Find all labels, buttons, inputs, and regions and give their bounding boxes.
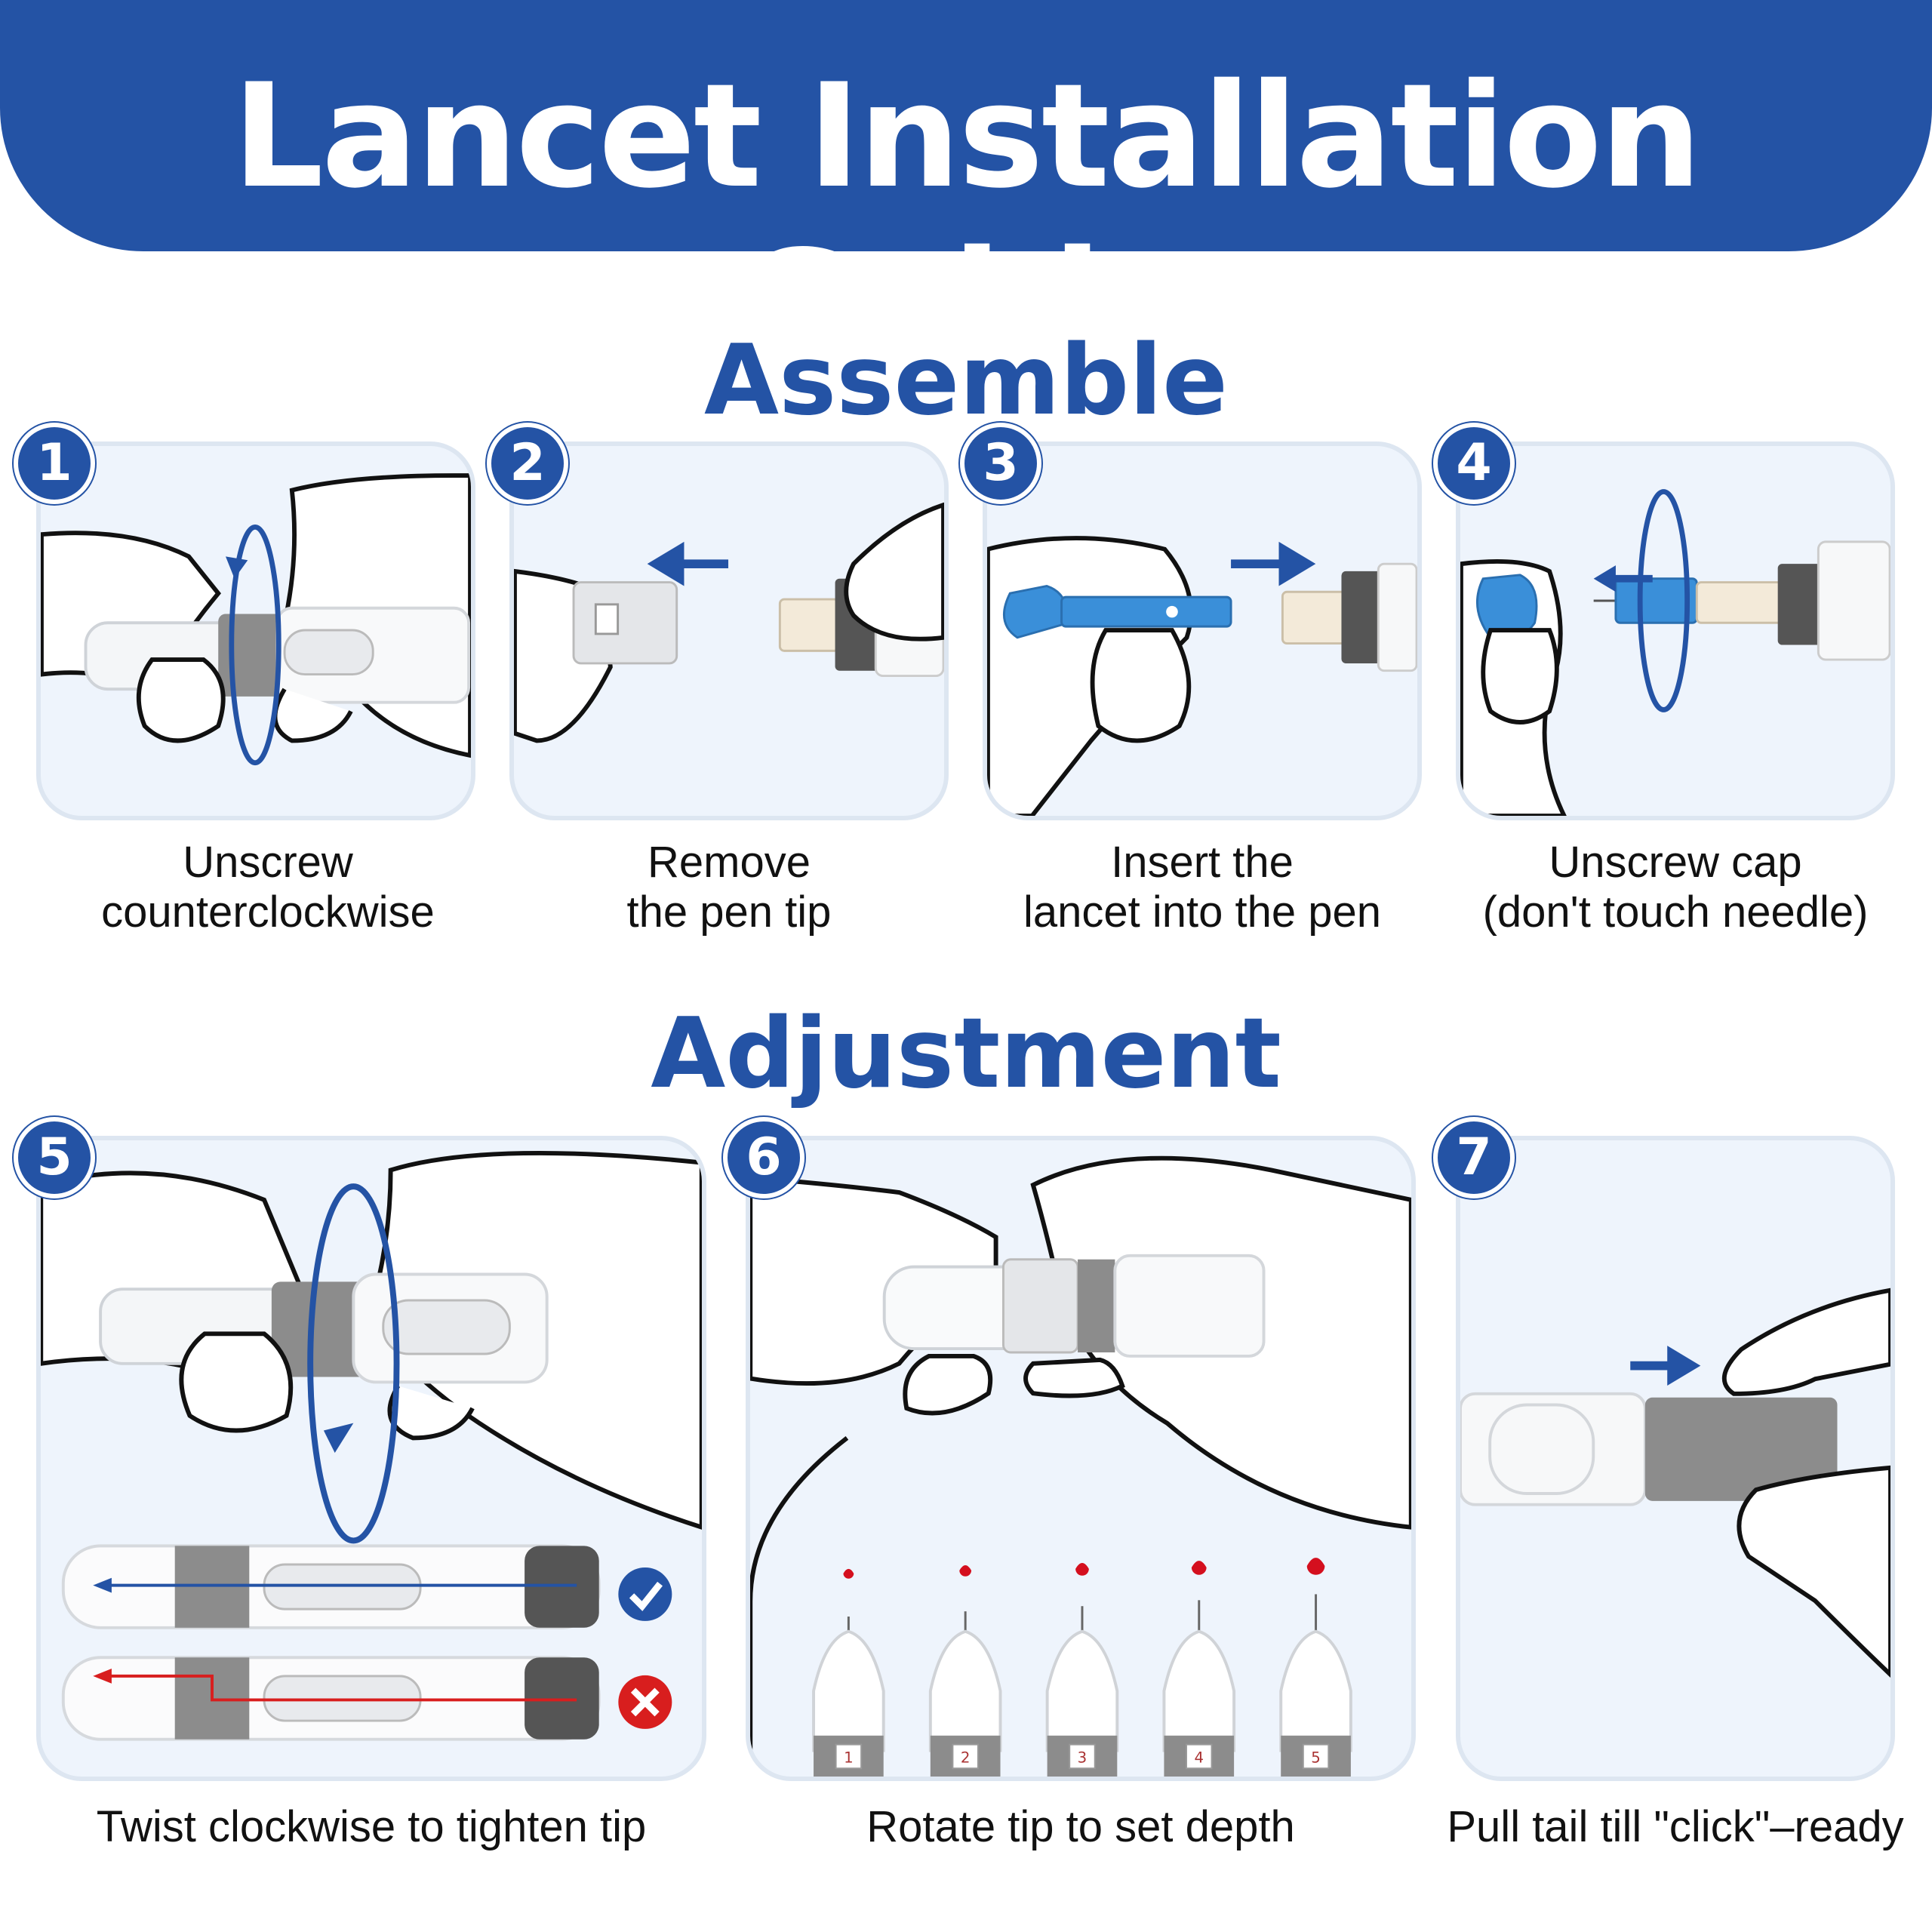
step-2-badge: 2 (487, 423, 568, 504)
pull-tail-illustration (1460, 1287, 1890, 1678)
step-5-illustration (36, 1136, 706, 1781)
depth-label-5: 5 (1311, 1749, 1321, 1766)
step-3-badge: 3 (960, 423, 1041, 504)
step-7-badge: 7 (1433, 1117, 1515, 1198)
step-6-illustration: 1 2 3 (746, 1136, 1416, 1781)
step-2-caption: Remove the pen tip (494, 838, 964, 937)
page-title: Lancet Installation Guide (232, 53, 1702, 386)
step-3-caption-line1: Insert the (1111, 838, 1294, 887)
step-1-caption-line1: Unscrew (183, 838, 353, 887)
depth-tip-4: 4 (1162, 1561, 1236, 1777)
step-2-caption-line2: the pen tip (626, 888, 832, 937)
depth-label-3: 3 (1078, 1749, 1088, 1766)
step-1-caption-line2: counterclockwise (101, 888, 435, 937)
header-banner: Lancet Installation Guide (0, 0, 1932, 386)
step-3-caption-line2: lancet into the pen (1023, 888, 1382, 937)
step-3-caption: Insert the lancet into the pen (968, 838, 1437, 937)
step-7-caption: Pull tail till "click"–ready (1447, 1802, 1904, 1851)
step-1-illustration (36, 441, 475, 820)
depth-level-tips: 1 2 3 (812, 1558, 1352, 1777)
depth-label-2: 2 (961, 1749, 971, 1766)
step-4-caption: Unscrew cap (don't touch needle) (1441, 838, 1910, 937)
insert-lancet-illustration (987, 536, 1417, 816)
depth-tip-5: 5 (1279, 1558, 1352, 1777)
depth-tip-3: 3 (1045, 1563, 1119, 1777)
step-6-caption: Rotate tip to set depth (866, 1802, 1295, 1851)
step-4-badge: 4 (1433, 423, 1515, 504)
section-title-assemble: Assemble (704, 325, 1228, 437)
depth-tip-1: 1 (812, 1568, 885, 1777)
section-title-adjustment: Adjustment (651, 998, 1281, 1110)
depth-label-1: 1 (844, 1749, 854, 1766)
step-2-caption-line1: Remove (648, 838, 811, 887)
check-circle-icon (618, 1567, 672, 1621)
depth-tip-2: 2 (928, 1564, 1002, 1777)
step-7-illustration (1456, 1136, 1895, 1781)
step-4-illustration (1456, 441, 1895, 820)
twist-tip-illustration (41, 1150, 702, 1741)
step-6-badge: 6 (723, 1117, 804, 1198)
unscrew-cap-illustration (1460, 489, 1890, 816)
step-4-caption-line1: Unscrew cap (1549, 838, 1802, 887)
step-2-illustration (509, 441, 949, 820)
step-1-badge: 1 (14, 423, 95, 504)
x-circle-icon (618, 1675, 672, 1729)
step-4-caption-line2: (don't touch needle) (1482, 888, 1869, 937)
set-depth-illustration: 1 2 3 (750, 1155, 1411, 1777)
depth-label-4: 4 (1194, 1749, 1204, 1766)
remove-tip-illustration (514, 502, 944, 743)
unscrew-illustration (41, 473, 471, 766)
step-1-caption: Unscrew counterclockwise (36, 838, 500, 937)
step-5-badge: 5 (14, 1117, 95, 1198)
step-3-illustration (983, 441, 1422, 820)
step-5-caption: Twist clockwise to tighten tip (96, 1802, 647, 1851)
